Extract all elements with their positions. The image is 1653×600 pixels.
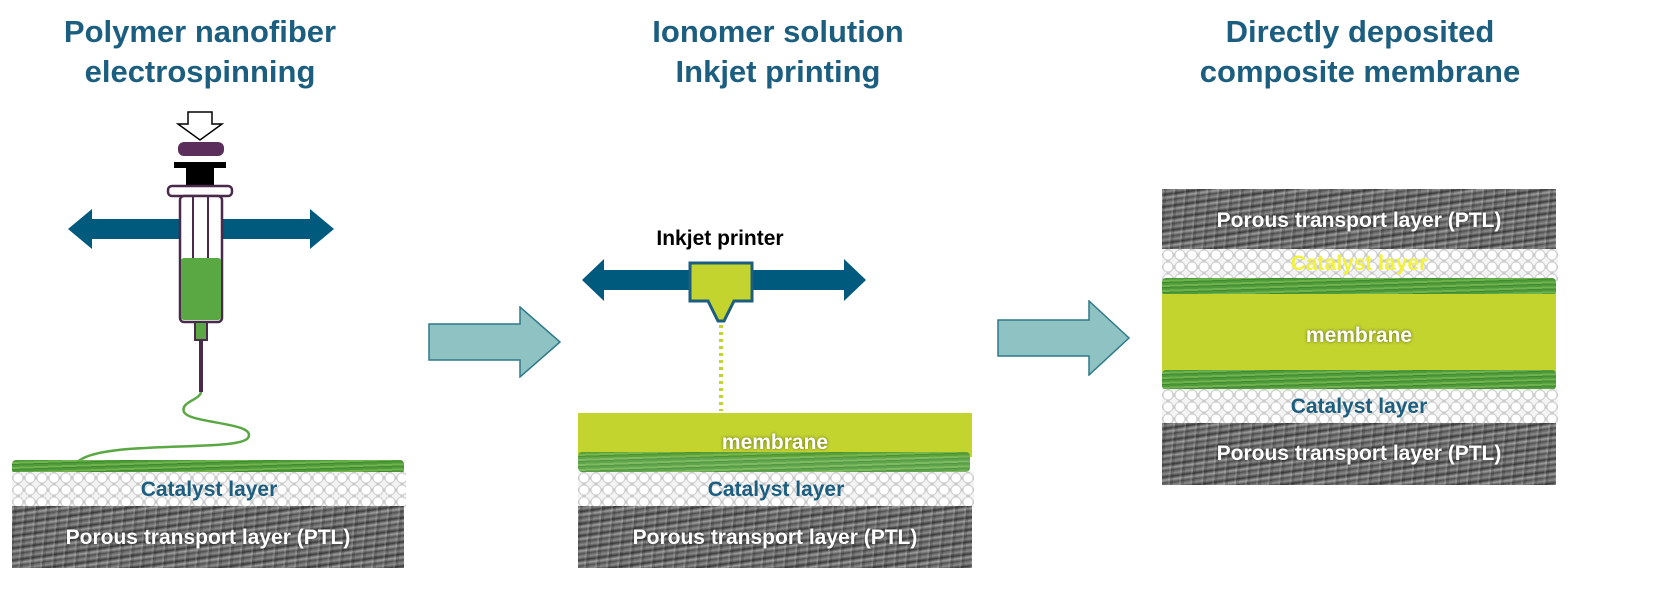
ptl-layer-top: [1162, 189, 1556, 251]
panel1-title-line2: electrospinning: [84, 54, 316, 89]
membrane-layer: [1162, 294, 1556, 372]
nanofiber-mat-layer-top: [1162, 278, 1556, 296]
process-arrow-icon: [428, 306, 562, 378]
membrane-label: membrane: [721, 431, 829, 454]
panel2-title: Ionomer solution Inkjet printing: [578, 12, 978, 92]
nanofiber-mat-layer-bottom: [1162, 370, 1556, 390]
ptl-layer: [12, 506, 404, 568]
syringe-polymer-solution: [181, 258, 221, 320]
syringe-plunger-cap: [178, 142, 224, 156]
printhead-icon: [688, 261, 754, 323]
membrane-label: membrane: [1305, 324, 1413, 347]
ptl-layer-bottom-label: Porous transport layer (PTL): [1216, 442, 1502, 465]
catalyst-layer-top-label: Catalyst layer: [1290, 252, 1428, 275]
catalyst-layer-label: Catalyst layer: [140, 478, 278, 501]
press-arrow-icon: [175, 111, 225, 141]
panel3-title-line1: Directly deposited: [1225, 14, 1495, 49]
catalyst-layer: [578, 472, 974, 508]
process-arrow-icon: [997, 300, 1131, 376]
panel1-title: Polymer nanofiber electrospinning: [0, 12, 400, 92]
inkjet-printer-diagram: [582, 259, 866, 411]
syringe-flange: [166, 184, 234, 198]
panel2-title-line2: Inkjet printing: [675, 54, 881, 89]
nanofiber-mat-layer: [12, 460, 404, 474]
ptl-layer-label: Porous transport layer (PTL): [65, 526, 351, 549]
catalyst-layer-label: Catalyst layer: [707, 478, 845, 501]
syringe-plunger-bar: [174, 162, 226, 168]
ptl-layer-label: Porous transport layer (PTL): [632, 526, 918, 549]
membrane-layer: [578, 413, 972, 457]
catalyst-layer: [12, 472, 406, 508]
inkjet-printer-label: Inkjet printer: [656, 227, 784, 250]
panel1-title-line1: Polymer nanofiber: [63, 14, 337, 49]
syringe-plunger-block: [186, 166, 214, 186]
catalyst-layer-bottom: [1162, 389, 1558, 425]
panel3-title-line2: composite membrane: [1199, 54, 1521, 89]
syringe-tip: [194, 321, 208, 341]
panel3-title: Directly deposited composite membrane: [1160, 12, 1560, 92]
catalyst-layer-bottom-label: Catalyst layer: [1290, 395, 1428, 418]
catalyst-layer-top: [1162, 249, 1558, 281]
ptl-layer-top-label: Porous transport layer (PTL): [1216, 209, 1502, 232]
panel2-title-line1: Ionomer solution: [652, 14, 904, 49]
nanofiber-mat-layer: [578, 452, 970, 472]
electrospinning-syringe-diagram: [68, 111, 334, 466]
nanofiber-jet: [76, 391, 251, 466]
ptl-layer-bottom: [1162, 423, 1556, 485]
ptl-layer: [578, 506, 972, 568]
